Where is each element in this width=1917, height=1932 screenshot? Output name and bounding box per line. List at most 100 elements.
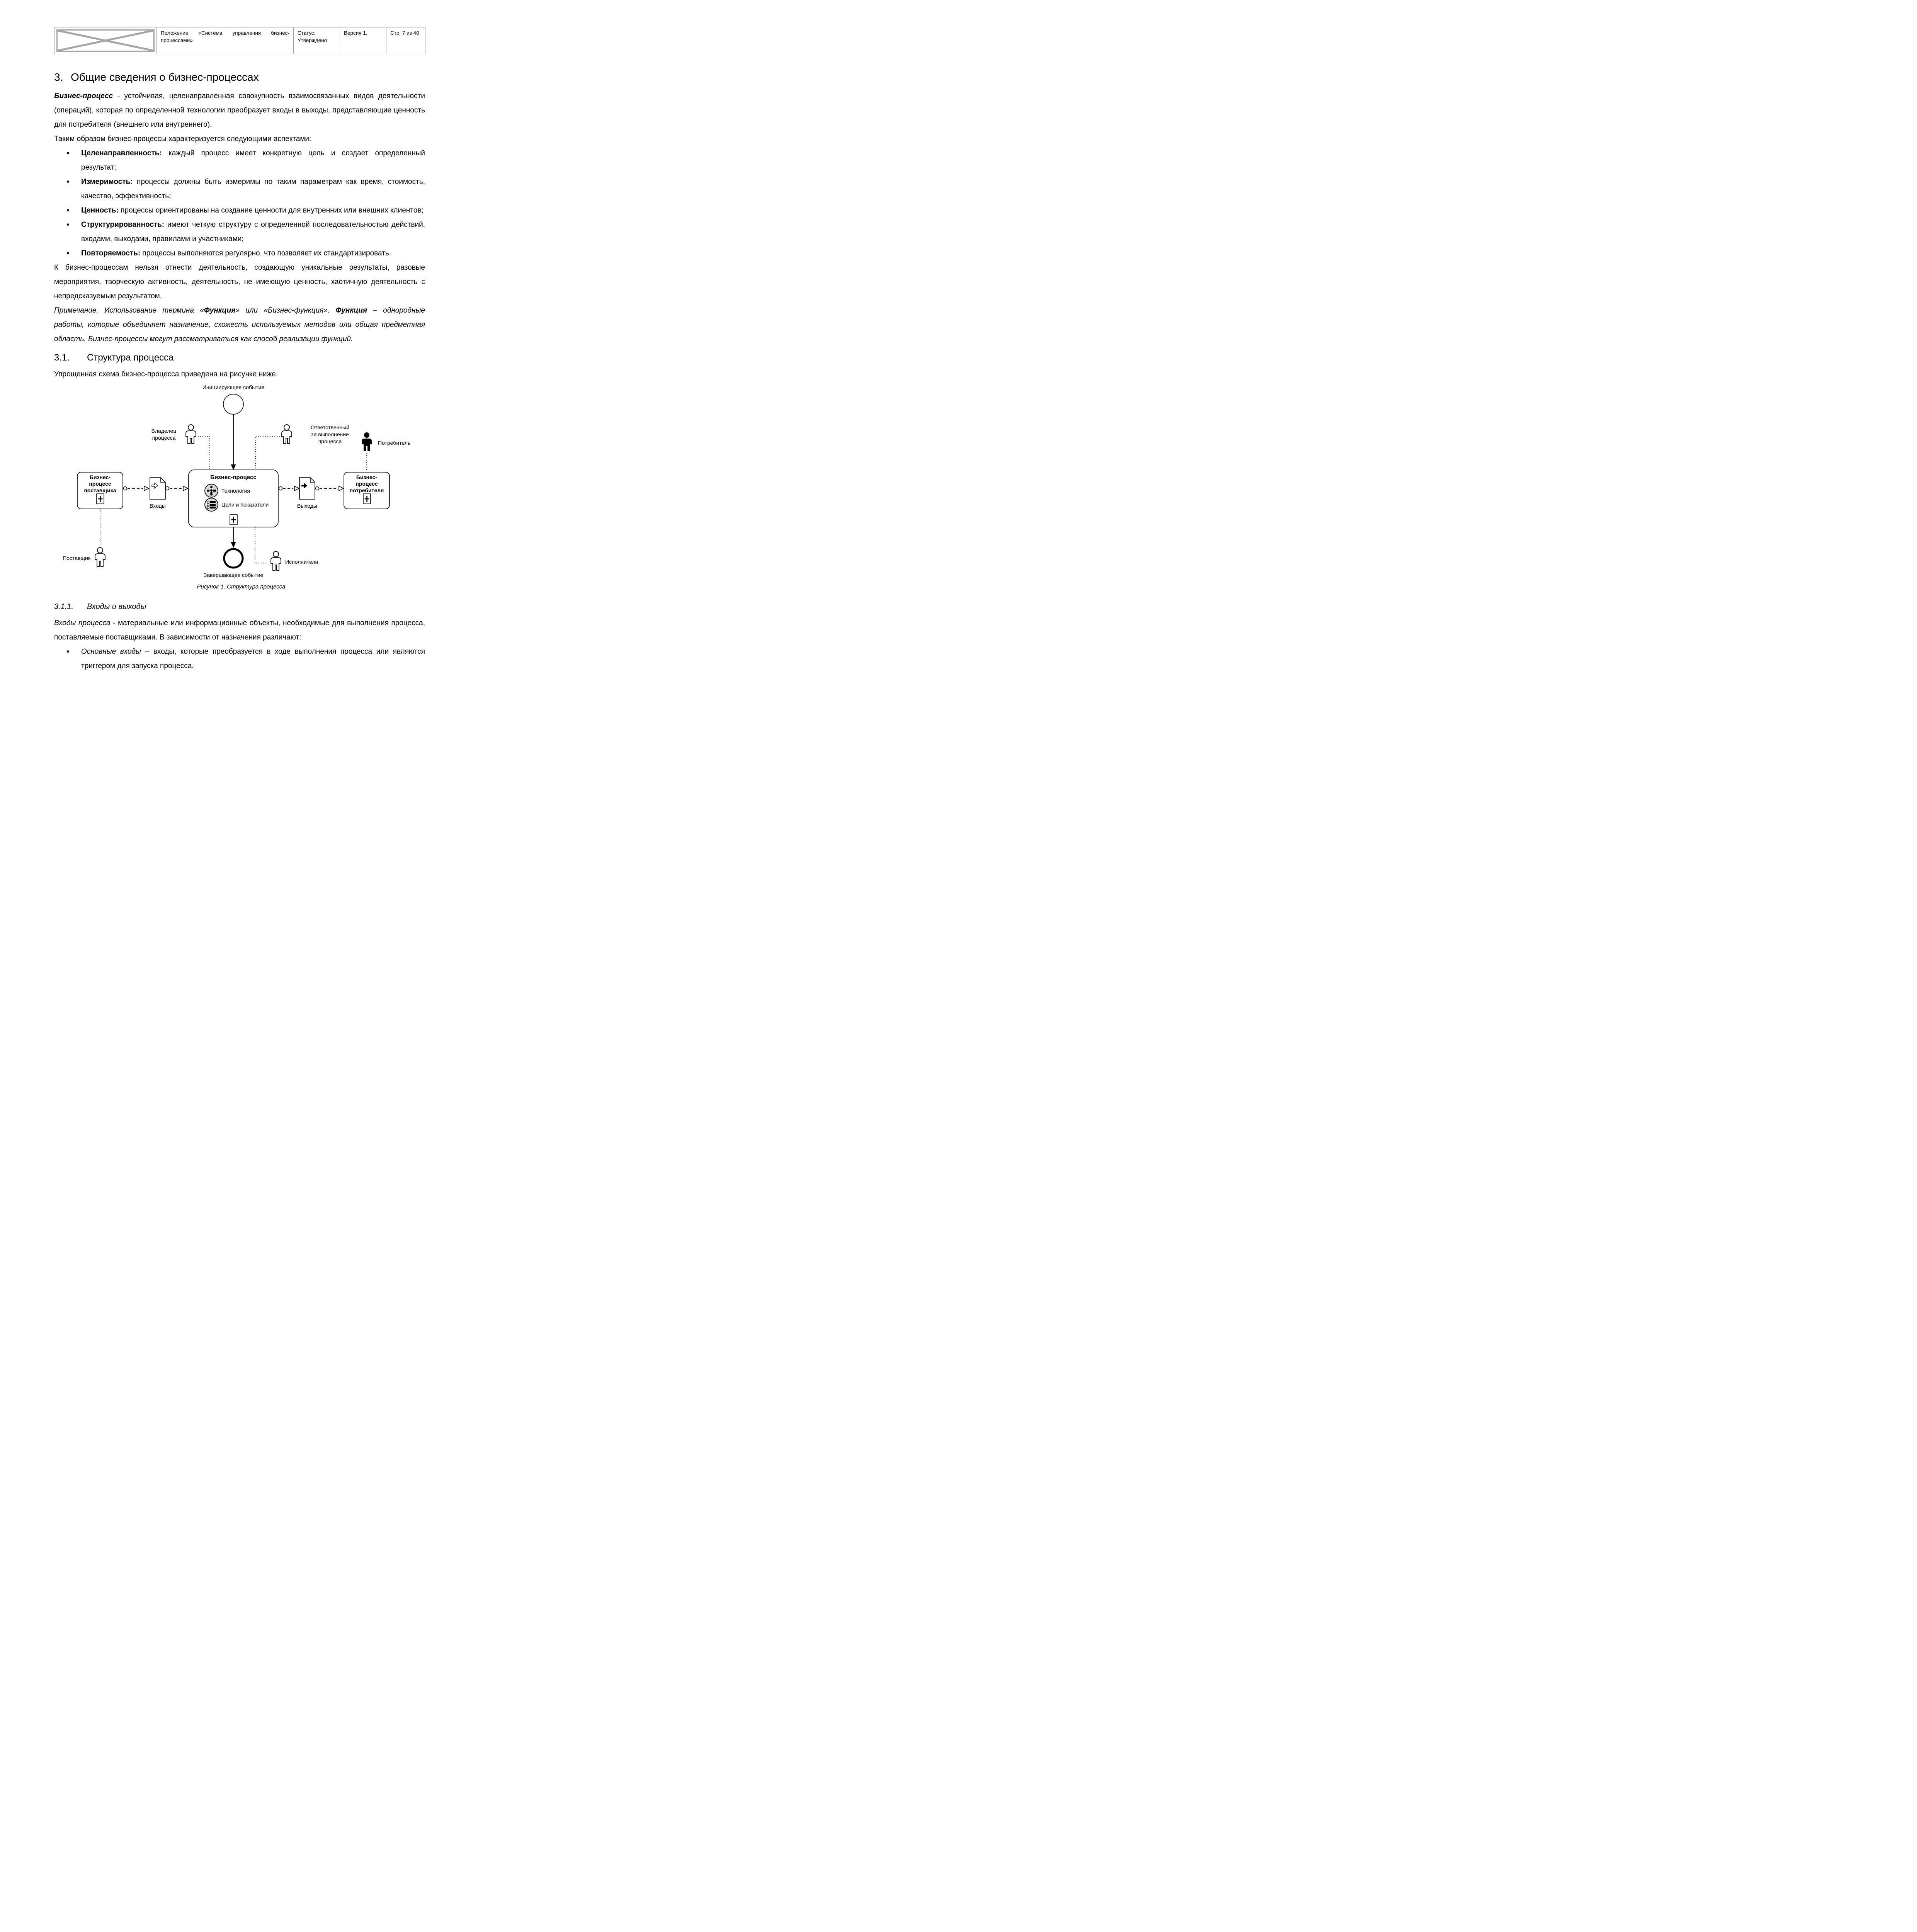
header-version: Версия 1. bbox=[340, 27, 386, 54]
process-owner-icon bbox=[185, 424, 196, 444]
section-3-heading: 3. Общие сведения о бизнес-процессах bbox=[54, 70, 425, 85]
inputs-label: Входы bbox=[150, 503, 166, 509]
bullet-term: Структурированность: bbox=[81, 221, 165, 229]
inputs-document-fold bbox=[160, 478, 165, 483]
document-header-table: Положение «Система управления бизнес-про… bbox=[54, 27, 425, 54]
outputs-document-fold bbox=[310, 478, 315, 483]
data-output-arrow-glyph bbox=[301, 483, 307, 488]
list-item: Ценность: процессы ориентированы на созд… bbox=[54, 203, 425, 218]
status-value: Утверждено bbox=[298, 37, 327, 43]
list-item: Целенаправленность: каждый процесс имеет… bbox=[54, 146, 425, 175]
paragraph-figure-intro: Упрощенная схема бизнес-процесса приведе… bbox=[54, 370, 278, 378]
note-text: Примечание. Использование термина « bbox=[54, 306, 204, 315]
bullet-term: Ценность: bbox=[81, 206, 119, 214]
section-311-title: Входы и выходы bbox=[87, 602, 146, 611]
paragraph-definition-text: - устойчивая, целенаправленная совокупно… bbox=[54, 92, 425, 129]
consumer-process-box bbox=[344, 472, 390, 509]
subprocess-plus-marker bbox=[230, 514, 238, 525]
open-arrow-head bbox=[183, 485, 189, 492]
responsible-label: Ответственный за выполнение процесса bbox=[311, 424, 349, 444]
header-row: Положение «Система управления бизнес-про… bbox=[54, 27, 425, 54]
connector-source-circle bbox=[165, 486, 170, 491]
section-311-number: 3.1.1. bbox=[54, 602, 74, 611]
bullet-text: имеют четкую структуру с определенной по… bbox=[81, 221, 425, 243]
list-item: Измеримость: процессы должны быть измери… bbox=[54, 175, 425, 203]
section-31-heading: 3.1. Структура процесса bbox=[54, 351, 425, 365]
executors-label: Исполнители bbox=[285, 559, 318, 565]
note-text: – однородные работы, которые объединяет … bbox=[54, 306, 425, 343]
bullet-text: процессы должны быть измеримы по таким п… bbox=[81, 178, 425, 200]
diagram-canvas bbox=[77, 394, 390, 571]
data-input-arrow-glyph bbox=[151, 482, 158, 489]
supplier-person-label: Поставщик bbox=[63, 555, 90, 561]
section-311-heading: 3.1.1. Входы и выходы bbox=[54, 600, 425, 613]
supplier-person-icon bbox=[95, 547, 105, 567]
header-doc-title: Положение «Система управления бизнес-про… bbox=[156, 27, 294, 54]
consumer-plus-marker bbox=[363, 493, 371, 504]
logo-placeholder bbox=[56, 29, 155, 52]
inputs-document-icon bbox=[150, 477, 166, 500]
start-event-label: Инициирующее событие bbox=[202, 384, 265, 390]
section-31-title: Структура процесса bbox=[87, 352, 174, 363]
paragraph-definition: Бизнес-процесс - устойчивая, целенаправл… bbox=[54, 89, 425, 132]
supplier-box-label: Бизнес- процесс поставщика bbox=[84, 474, 116, 493]
bullet-term: Целенаправленность: bbox=[81, 149, 162, 157]
consumer-label: Потребитель bbox=[378, 440, 411, 446]
term-process-inputs: Входы процесса bbox=[54, 619, 111, 627]
goals-glyph bbox=[207, 501, 216, 509]
end-event-label: Завершающее событие bbox=[203, 572, 264, 578]
outputs-document-icon bbox=[299, 477, 315, 500]
paragraph-exclusions: К бизнес-процессам нельзя отнести деятел… bbox=[54, 264, 425, 300]
paragraph-aspects-intro: Таким образом бизнес-процессы характериз… bbox=[54, 135, 311, 143]
status-label: Статус: bbox=[298, 30, 316, 36]
section-3-title: Общие сведения о бизнес-процессах bbox=[71, 71, 259, 83]
section-31-number: 3.1. bbox=[54, 352, 70, 363]
section-3-number: 3. bbox=[54, 71, 63, 83]
open-arrow-head bbox=[144, 485, 150, 492]
bullet-text: каждый процесс имеет конкретную цель и с… bbox=[81, 149, 425, 172]
executors-person-icon bbox=[270, 551, 281, 571]
outputs-label: Выходы bbox=[297, 503, 317, 509]
note-term-function: Функция bbox=[335, 306, 367, 315]
consumer-box-label: Бизнес- процесс потребителя bbox=[349, 474, 384, 493]
technology-label: Технология bbox=[221, 488, 250, 494]
list-item: Структурированность: имеют четкую структ… bbox=[54, 218, 425, 246]
paragraph-inputs-text: - материальные или информационные объект… bbox=[54, 619, 425, 641]
start-event-circle bbox=[223, 394, 244, 415]
bullet-term: Повторяемость: bbox=[81, 249, 141, 257]
open-arrow-head bbox=[338, 485, 344, 492]
responsible-person-icon bbox=[281, 424, 292, 444]
goals-label: Цели и показатели bbox=[221, 502, 269, 508]
end-arrow-head bbox=[231, 542, 236, 548]
header-status-cell: Статус: Утверждено bbox=[293, 27, 340, 54]
bullet-text: процессы выполняются регулярно, что позв… bbox=[140, 249, 391, 257]
list-item: Повторяемость: процессы выполняются регу… bbox=[54, 246, 425, 260]
bullet-term: Основные входы bbox=[81, 648, 141, 656]
connector-source-circle bbox=[123, 486, 128, 491]
executors-association-line bbox=[255, 527, 267, 563]
term-business-process: Бизнес-процесс bbox=[54, 92, 113, 100]
paragraph-note: Примечание. Использование термина «Функц… bbox=[54, 303, 425, 346]
business-process-label: Бизнес-процесс bbox=[210, 474, 257, 481]
connector-source-circle bbox=[278, 486, 283, 491]
paragraph-inputs-definition: Входы процесса - материальные или информ… bbox=[54, 616, 425, 645]
start-arrow-head bbox=[231, 464, 236, 470]
logo-x-icon bbox=[58, 31, 153, 51]
bullet-term: Измеримость: bbox=[81, 178, 133, 186]
responsible-association-line bbox=[255, 436, 280, 469]
note-text: » или «Бизнес-функция». bbox=[235, 306, 336, 315]
figure-caption: Рисунок 1. Структура процесса bbox=[197, 583, 286, 590]
logo-cell bbox=[54, 27, 157, 54]
connector-source-circle bbox=[315, 486, 320, 491]
owner-association-line bbox=[198, 436, 210, 469]
supplier-plus-marker bbox=[96, 493, 104, 504]
open-arrow-head bbox=[294, 485, 300, 492]
bullet-text: процессы ориентированы на создание ценно… bbox=[118, 206, 424, 214]
process-owner-label: Владелец процесса bbox=[151, 428, 177, 441]
header-page-number: Стр. 7 из 40 bbox=[386, 27, 425, 54]
note-term-function: Функция bbox=[204, 306, 236, 315]
bullet-text: – входы, которые преобразуется в ходе вы… bbox=[81, 648, 425, 670]
list-item: Основные входы – входы, которые преобраз… bbox=[54, 645, 425, 673]
figure-process-structure: Инициирующее событие Владелец процесса О… bbox=[54, 382, 425, 597]
end-event-circle bbox=[223, 548, 244, 569]
